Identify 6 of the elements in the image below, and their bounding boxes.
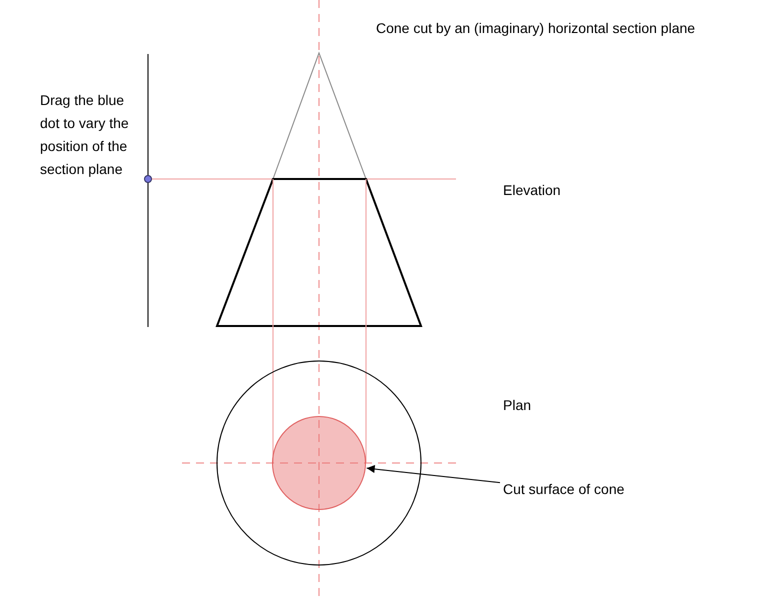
instruction-text: Drag the blue dot to vary the position of the section plane [40, 91, 130, 179]
callout-label: Cut surface of cone [503, 478, 624, 501]
title: Cone cut by an (imaginary) horizontal section plane [376, 19, 696, 38]
leader-arrow [366, 465, 500, 484]
view-label: Plan [503, 396, 532, 415]
view-label: Elevation [503, 181, 561, 200]
